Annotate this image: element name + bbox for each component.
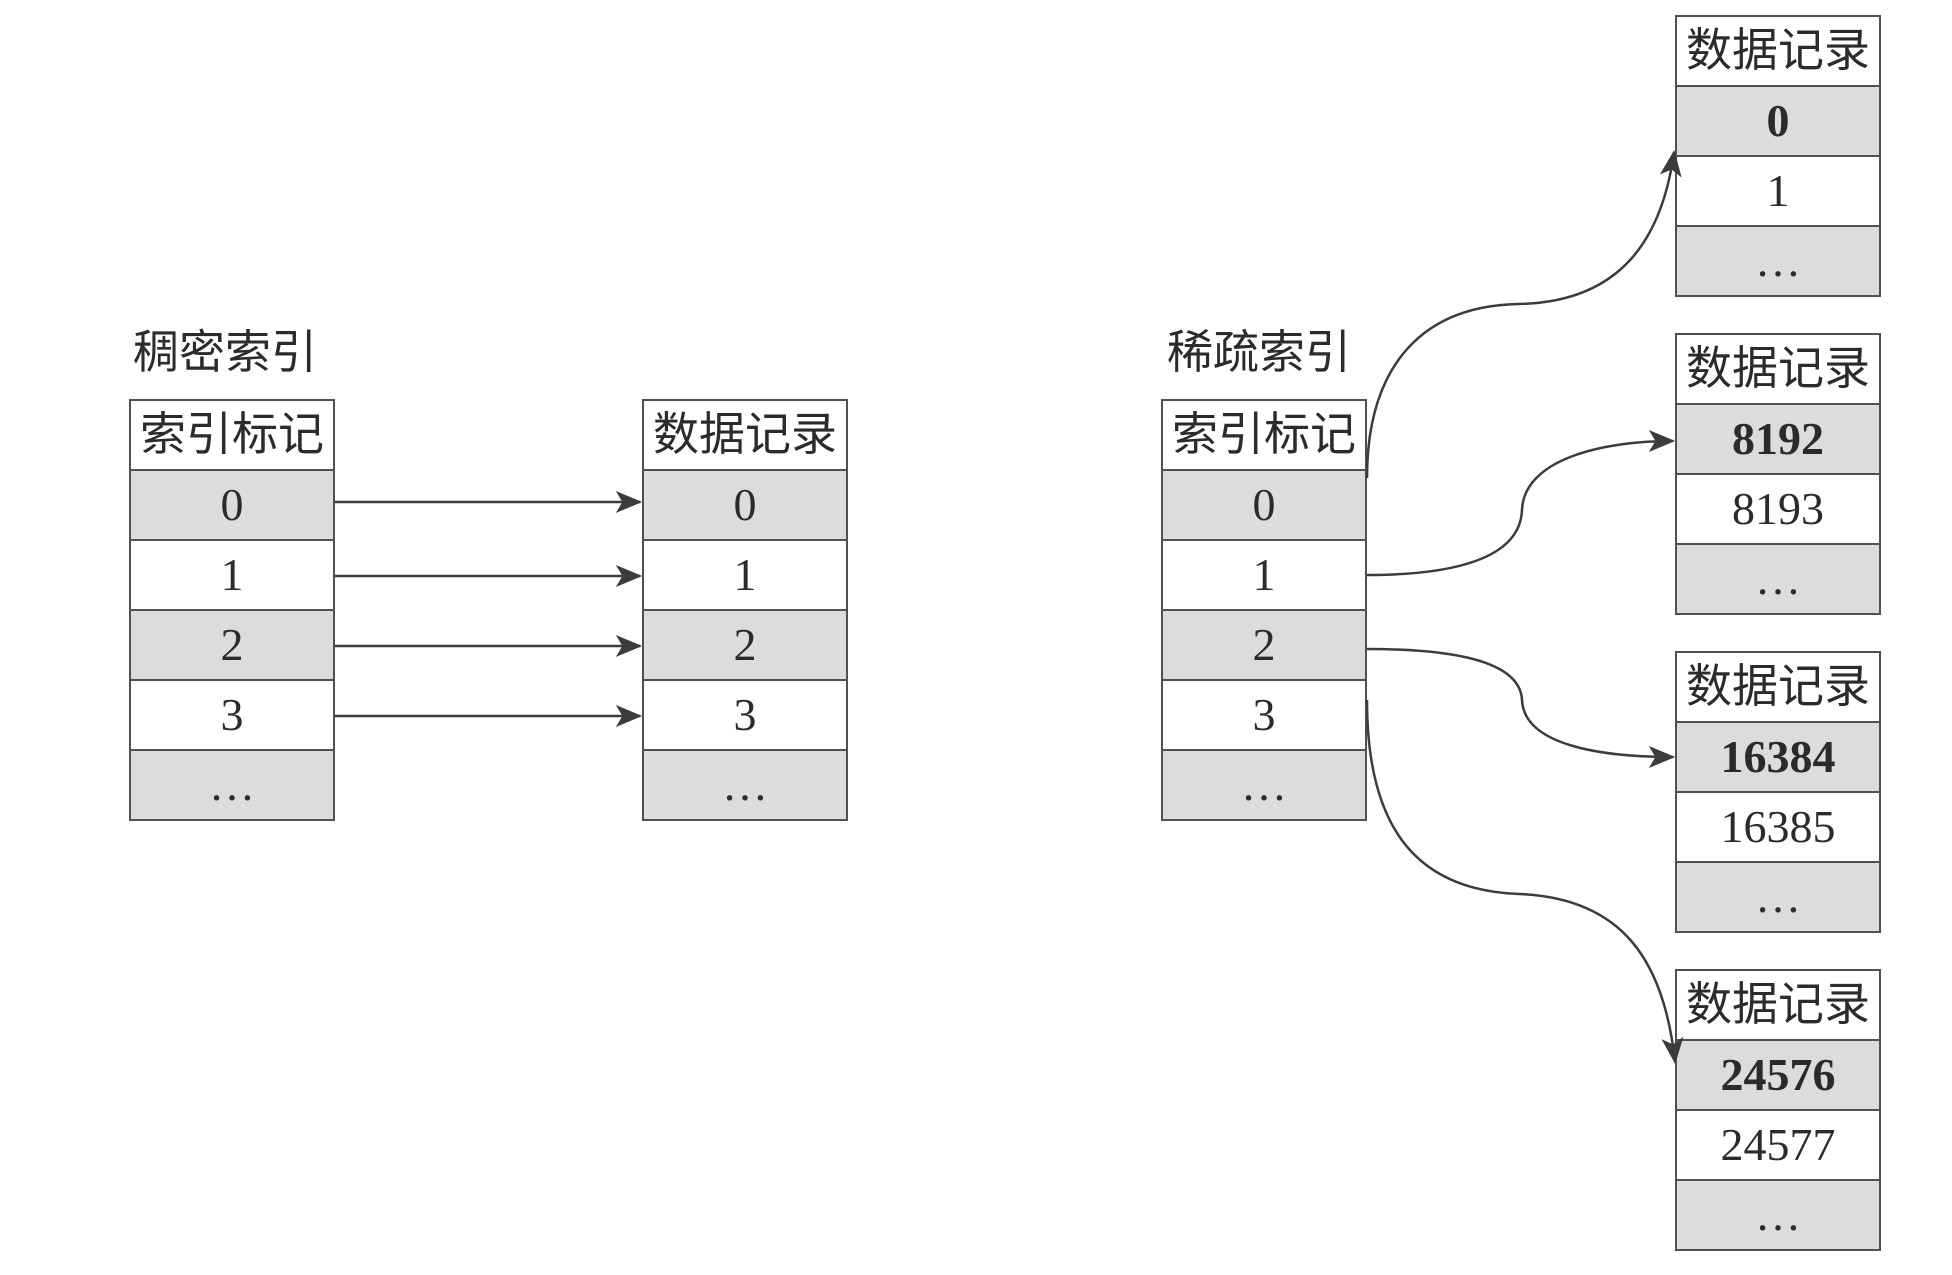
sparse-index-cell: 2 [1163, 609, 1365, 679]
dense-index-header: 索引标记 [131, 401, 333, 469]
sparse-data-header: 数据记录 [1677, 335, 1879, 403]
sparse-data-cell: 24577 [1677, 1109, 1879, 1179]
dense-index-table: 索引标记 0 1 2 3 … [129, 399, 335, 821]
sparse-data-cell: … [1677, 543, 1879, 613]
sparse-data-table-1: 数据记录 0 1 … [1675, 15, 1881, 297]
sparse-index-cell: 3 [1163, 679, 1365, 749]
sparse-data-table-4: 数据记录 24576 24577 … [1675, 969, 1881, 1251]
dense-index-title: 稠密索引 [133, 327, 317, 378]
sparse-pointer-arrow [1366, 647, 1676, 768]
sparse-data-cell: 8193 [1677, 473, 1879, 543]
sparse-data-cell: … [1677, 225, 1879, 295]
dense-data-cell: 0 [644, 469, 846, 539]
sparse-data-table-2: 数据记录 8192 8193 … [1675, 333, 1881, 615]
sparse-data-header: 数据记录 [1677, 653, 1879, 721]
dense-index-cell: 1 [131, 539, 333, 609]
sparse-data-first-record: 0 [1677, 85, 1879, 155]
sparse-data-cell: … [1677, 1179, 1879, 1249]
sparse-index-cell: 1 [1163, 539, 1365, 609]
dense-data-header: 数据记录 [644, 401, 846, 469]
sparse-data-header: 数据记录 [1677, 17, 1879, 85]
sparse-index-header: 索引标记 [1163, 401, 1365, 469]
dense-data-cell: 2 [644, 609, 846, 679]
sparse-data-table-3: 数据记录 16384 16385 … [1675, 651, 1881, 933]
dense-index-cell: 2 [131, 609, 333, 679]
sparse-index-title: 稀疏索引 [1167, 327, 1351, 378]
sparse-data-first-record: 24576 [1677, 1039, 1879, 1109]
sparse-pointer-arrow [1365, 149, 1682, 479]
dense-data-table: 数据记录 0 1 2 3 … [642, 399, 848, 821]
dense-index-cell: 0 [131, 469, 333, 539]
sparse-index-cell: 0 [1163, 469, 1365, 539]
sparse-data-cell: 1 [1677, 155, 1879, 225]
sparse-pointer-arrow [1366, 430, 1676, 577]
dense-index-cell: 3 [131, 679, 333, 749]
sparse-index-cell: … [1163, 749, 1365, 819]
dense-index-cell: … [131, 749, 333, 819]
dense-data-cell: … [644, 749, 846, 819]
sparse-data-header: 数据记录 [1677, 971, 1879, 1039]
sparse-index-table: 索引标记 0 1 2 3 … [1161, 399, 1367, 821]
dense-data-cell: 1 [644, 539, 846, 609]
sparse-data-first-record: 16384 [1677, 721, 1879, 791]
sparse-data-cell: 16385 [1677, 791, 1879, 861]
sparse-data-cell: … [1677, 861, 1879, 931]
sparse-data-first-record: 8192 [1677, 403, 1879, 473]
dense-data-cell: 3 [644, 679, 846, 749]
sparse-pointer-arrow [1365, 699, 1684, 1065]
